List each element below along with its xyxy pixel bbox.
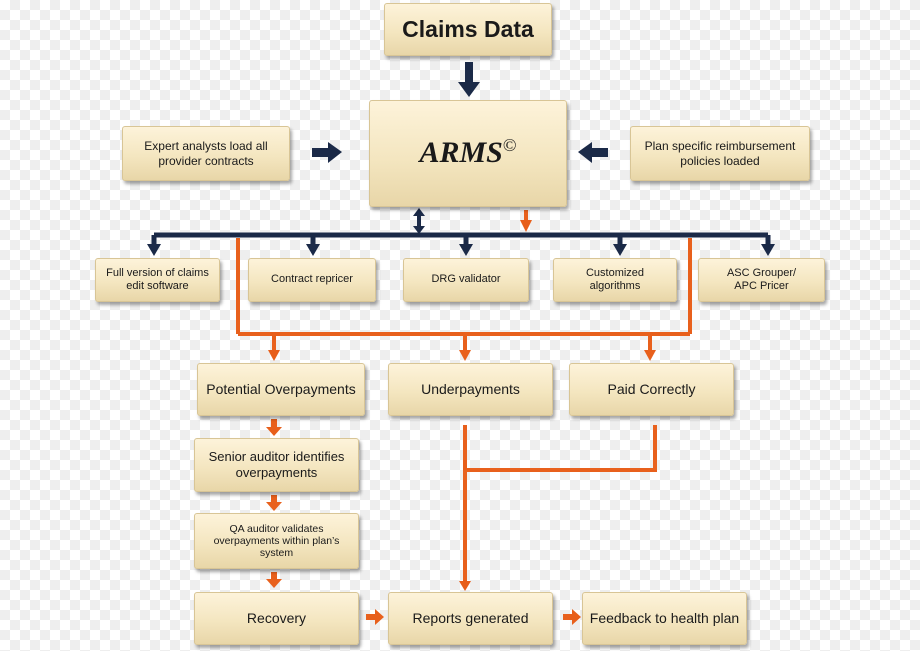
customized-algorithms-label: Customized algorithms [585,266,645,292]
drg-validator-box: DRG validator [403,258,529,302]
arms-box: ARMS© [369,100,567,207]
contract-repricer-box: Contract repricer [248,258,376,302]
arms-name: ARMS [419,136,503,170]
feedback-label: Feedback to health plan [589,609,740,626]
feedback-box: Feedback to health plan [582,592,747,645]
senior-auditor-box: Senior auditor identifies overpayments [194,438,359,492]
qa-auditor-box: QA auditor validates overpayments within… [194,513,359,569]
drg-validator-label: DRG validator [431,273,501,286]
orange-arrowheads [268,220,656,591]
expert-analysts-box: Expert analysts load all provider contra… [122,126,290,181]
claims-data-label: Claims Data [402,16,534,43]
plan-specific-label: Plan specific reimbursement policies loa… [644,138,796,168]
asc-grouper-box: ASC Grouper/ APC Pricer [698,258,825,302]
navy-drop-arrowheads [147,244,775,256]
arrow-expert-to-arms [312,142,342,163]
customized-algorithms-box: Customized algorithms [553,258,677,302]
claims-data-box: Claims Data [384,3,552,56]
full-version-label: Full version of claims edit software [106,266,209,292]
navy-bus [151,232,771,246]
expert-analysts-label: Expert analysts load all provider contra… [144,138,268,168]
copyright-mark: © [502,135,517,156]
arrow-arms-bus [413,208,425,234]
paid-correctly-box: Paid Correctly [569,363,734,416]
arms-title: ARMS© [419,135,516,172]
senior-auditor-label: Senior auditor identifies overpayments [208,449,345,480]
full-version-box: Full version of claims edit software [95,258,220,302]
reports-generated-box: Reports generated [388,592,553,645]
underpayments-box: Underpayments [388,363,553,416]
recovery-label: Recovery [246,609,307,626]
recovery-box: Recovery [194,592,359,645]
asc-grouper-label: ASC Grouper/ APC Pricer [726,266,797,292]
arrow-claims-to-arms [458,62,480,97]
potential-overpayments-label: Potential Overpayments [206,380,356,397]
paid-correctly-label: Paid Correctly [607,380,696,397]
contract-repricer-label: Contract repricer [271,273,353,286]
potential-overpayments-box: Potential Overpayments [197,363,365,416]
arrow-plan-to-arms [578,142,608,163]
plan-specific-box: Plan specific reimbursement policies loa… [630,126,810,181]
orange-small-arrows [266,419,581,625]
reports-generated-label: Reports generated [412,609,529,626]
qa-auditor-label: QA auditor validates overpayments within… [213,522,340,560]
orange-flow [236,210,692,582]
underpayments-label: Underpayments [421,380,520,397]
